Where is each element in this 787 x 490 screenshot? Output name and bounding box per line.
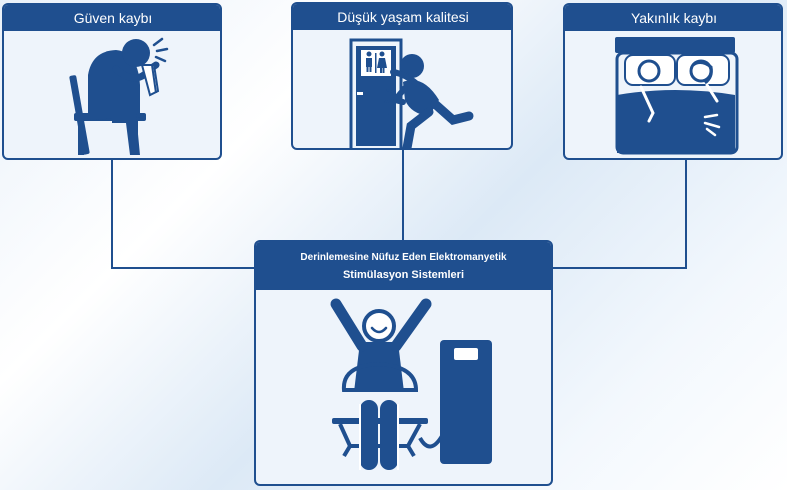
card-title-bar: Güven kaybı (4, 5, 220, 31)
card-title-bar: Düşük yaşam kalitesi (293, 4, 511, 30)
card-title: Güven kaybı (73, 10, 153, 26)
card-title-bar: Yakınlık kaybı (565, 5, 781, 31)
person-on-stimulation-chair-icon (330, 298, 492, 470)
card-stimulasyon-sistemleri: Derinlemesine Nüfuz Eden Elektromanyetik… (254, 240, 553, 486)
card-title: Yakınlık kaybı (630, 10, 718, 26)
card-guven-kaybi: Güven kaybı (2, 3, 222, 160)
card-dusuk-yasam-kalitesi: Düşük yaşam kalitesi (291, 2, 513, 150)
couple-in-bed-icon (615, 37, 739, 155)
person-crying-on-chair-icon (69, 37, 169, 155)
card-title-line2: Stimülasyon Sistemleri (342, 268, 465, 281)
card-title: Düşük yaşam kalitesi (337, 9, 469, 25)
card-yakinlik-kaybi: Yakınlık kaybı (563, 3, 783, 160)
card-title-line1: Derinlemesine Nüfuz Eden Elektromanyetik (300, 251, 507, 263)
person-running-to-restroom-icon (349, 38, 474, 148)
card-title-bar: Derinlemesine Nüfuz Eden Elektromanyetik… (256, 242, 551, 290)
